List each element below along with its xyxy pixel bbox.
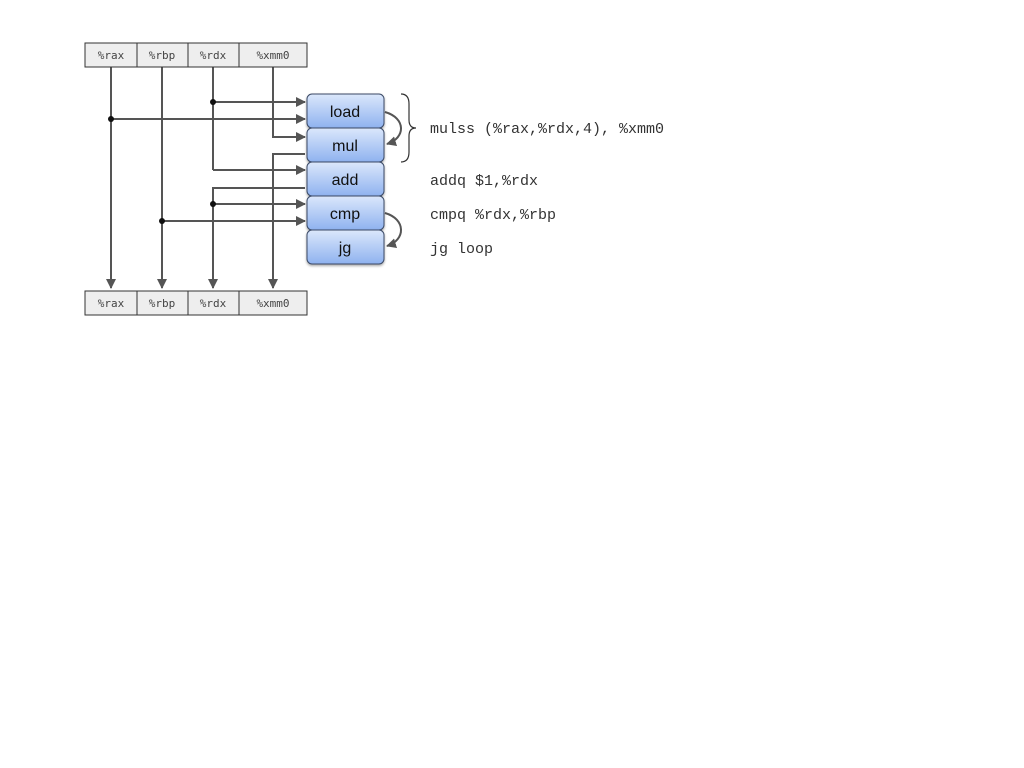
register-label: %xmm0: [256, 297, 289, 310]
op-label-mul: mul: [332, 138, 358, 155]
register-cell-top-rdx: [187, 42, 240, 68]
register-cell-bottom-rdx: [187, 290, 240, 316]
instruction-jg: jg loop: [430, 241, 493, 258]
register-cell-bottom-xmm0: [238, 290, 308, 316]
junction-dot: [210, 201, 216, 207]
register-row-top: %rax %rbp %rdx %xmm0: [84, 42, 308, 68]
register-label: %rbp: [149, 49, 176, 62]
op-label-cmp: cmp: [330, 206, 360, 223]
arrow-cmp-to-jg: [384, 212, 402, 249]
register-label: %rax: [98, 297, 125, 310]
register-label: %xmm0: [256, 49, 289, 62]
arrow-load-to-mul: [384, 111, 402, 147]
junction-dot: [210, 99, 216, 105]
junction-dot: [159, 218, 165, 224]
op-label-load: load: [330, 104, 360, 121]
junction-dot: [108, 116, 114, 122]
register-cell-top-xmm0: [238, 42, 308, 68]
assembly-listing: mulss (%rax,%rdx,4), %xmm0 addq $1,%rdx …: [430, 121, 664, 258]
register-label: %rdx: [200, 49, 227, 62]
register-row-bottom: %rax %rbp %rdx %xmm0: [84, 290, 308, 316]
op-label-jg: jg: [338, 240, 351, 257]
instruction-addq: addq $1,%rdx: [430, 173, 538, 190]
instruction-cmpq: cmpq %rdx,%rbp: [430, 207, 556, 224]
register-label: %rdx: [200, 297, 227, 310]
wire-mul-to-xmm0: [268, 153, 305, 289]
wire-xmm0-to-mul: [272, 67, 306, 142]
register-cell-bottom-rax: [84, 290, 138, 316]
wires: [106, 67, 417, 289]
operation-stack: load mul add cmp jg: [306, 93, 385, 265]
op-box-jg: [306, 229, 385, 265]
instruction-mulss: mulss (%rax,%rdx,4), %xmm0: [430, 121, 664, 138]
register-cell-top-rbp: [136, 42, 189, 68]
op-label-add: add: [332, 172, 359, 189]
register-label: %rax: [98, 49, 125, 62]
register-cell-top-rax: [84, 42, 138, 68]
bracket-mulss: [400, 93, 417, 163]
register-label: %rbp: [149, 297, 176, 310]
wire-add-to-rdx: [208, 187, 305, 289]
